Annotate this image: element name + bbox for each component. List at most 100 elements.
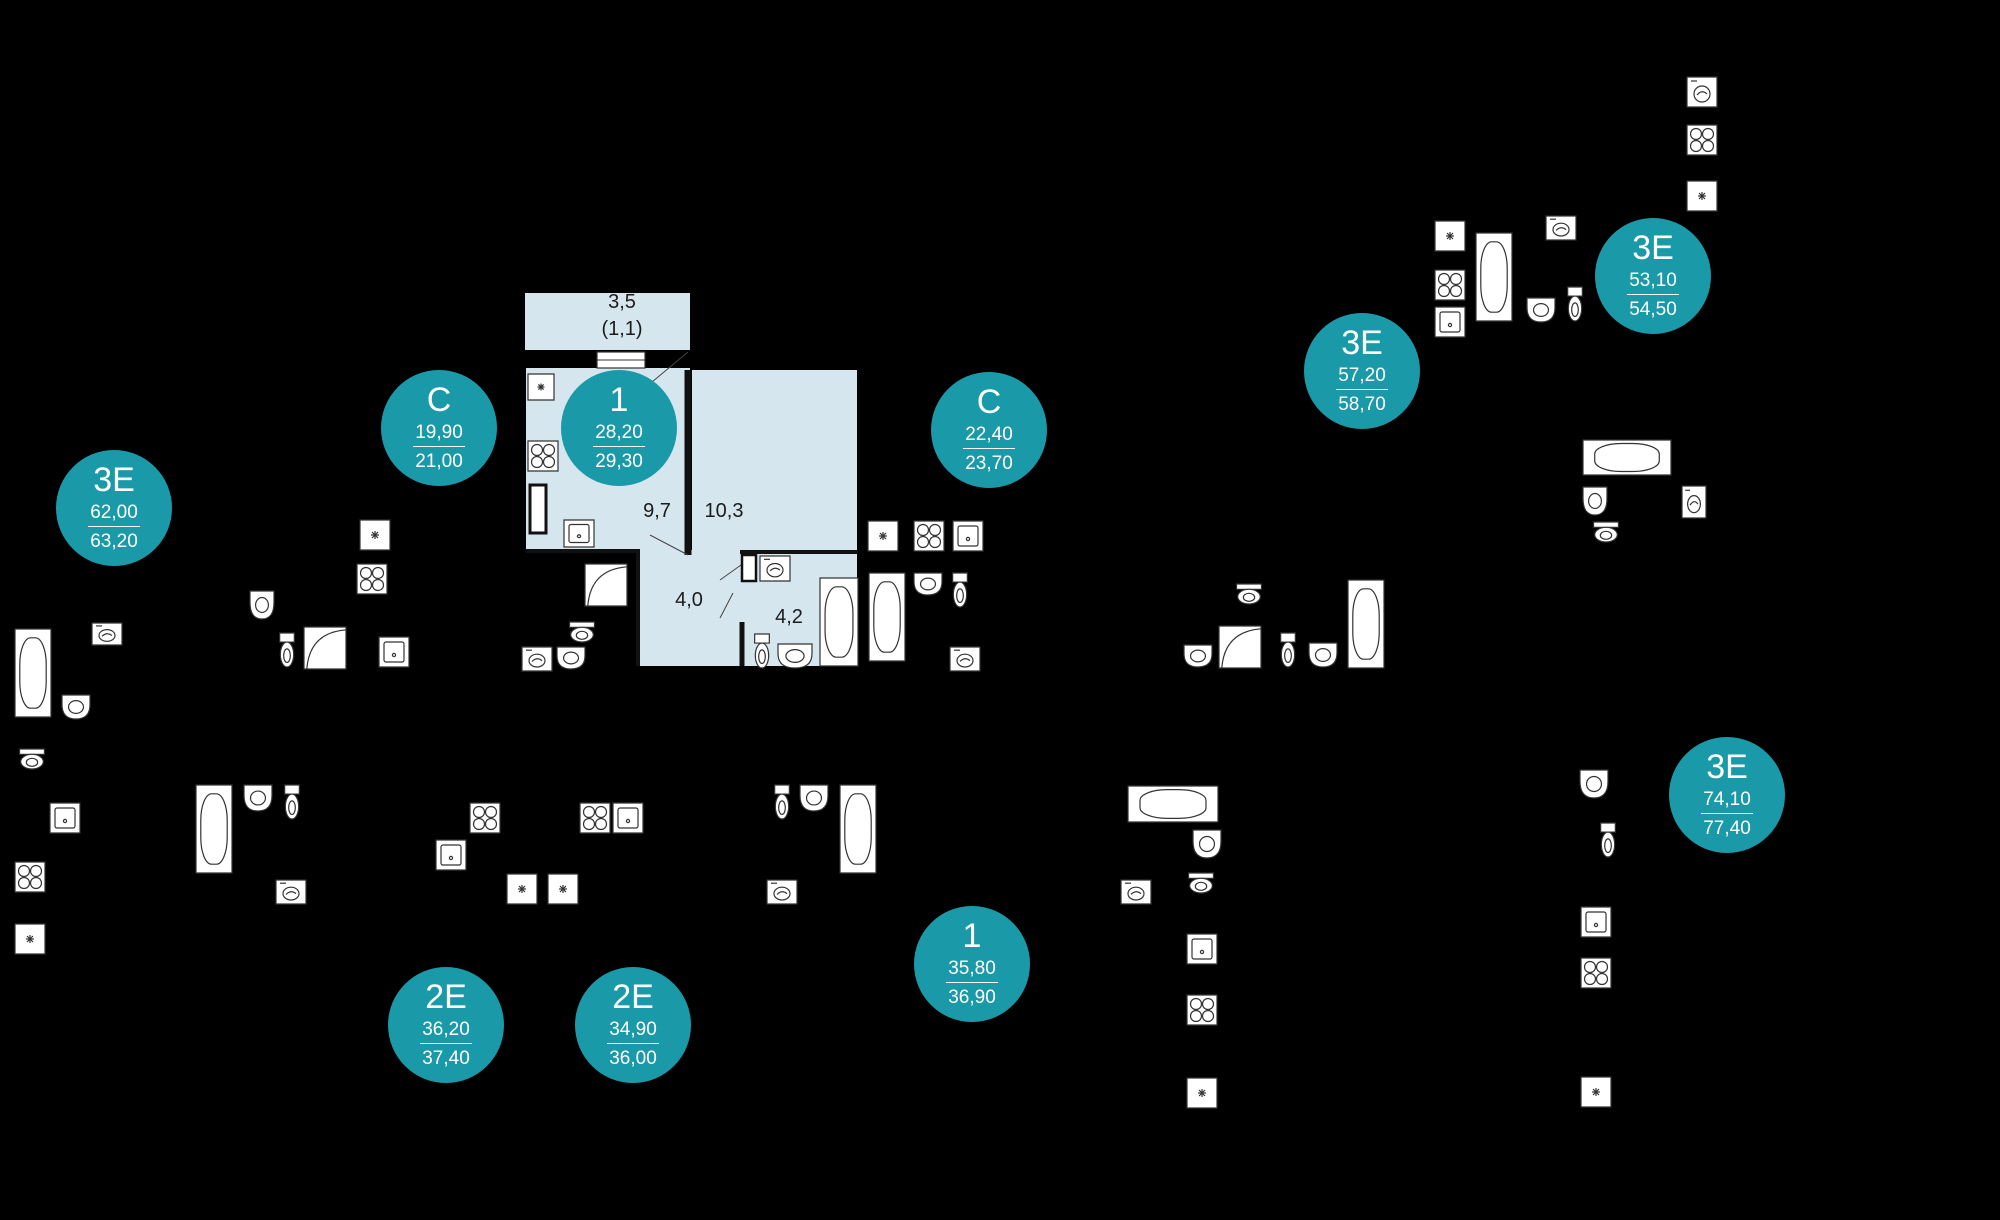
sink-icon (379, 637, 409, 667)
apartment-type: 3Е (1341, 324, 1383, 362)
toilet-icon (20, 749, 45, 769)
apartment-area-living: 57,20 (1336, 364, 1388, 390)
apartment-badge-3e-53[interactable]: 3Е 53,10 54,50 (1595, 218, 1711, 334)
washbasin-icon (914, 573, 942, 595)
washbasin-icon (62, 695, 90, 719)
toilet-icon (1601, 823, 1616, 857)
sink-icon (953, 521, 983, 551)
apartment-badge-3e-62[interactable]: 3Е 62,00 63,20 (56, 450, 172, 566)
ventilation-icon (360, 520, 390, 550)
sink-icon (564, 520, 594, 547)
balcony-reduced-area-label: (1,1) (601, 318, 643, 340)
bathtub-icon (1476, 233, 1512, 321)
bathtub-icon (1583, 440, 1671, 475)
ventilation-icon (548, 874, 578, 904)
washing-machine-icon (1687, 77, 1717, 107)
apartment-type: С (976, 383, 1002, 421)
washbasin-icon (1527, 298, 1555, 322)
bathtub-icon (869, 573, 905, 661)
apartment-area-living: 19,90 (413, 421, 465, 447)
apartment-area-living: 34,90 (607, 1018, 659, 1044)
washbasin-icon (557, 647, 585, 669)
apartment-badge-c-19[interactable]: С 19,90 21,00 (381, 370, 497, 486)
apartment-badge-1-35[interactable]: 1 35,80 36,90 (914, 906, 1030, 1022)
apartment-type: 3Е (93, 461, 135, 499)
hallway-area-label: 4,0 (675, 589, 703, 611)
bathtub-icon (196, 785, 232, 873)
washing-machine-icon (1546, 216, 1576, 240)
ventilation-icon (1187, 1078, 1217, 1108)
sink-icon (613, 803, 643, 833)
ventilation-icon (1435, 221, 1465, 251)
washing-machine-icon (1121, 880, 1151, 904)
apartment-area-total: 36,00 (609, 1048, 657, 1069)
balcony-area-label: 3,5 (608, 291, 636, 313)
apartment-type: 3Е (1706, 748, 1748, 786)
ventilation-icon (15, 924, 45, 954)
apartment-type: 1 (609, 381, 629, 419)
shower-cabin-icon (585, 564, 627, 606)
toilet-icon (1594, 522, 1619, 542)
bathroom-area-label: 4,2 (775, 606, 803, 628)
shower-cabin-icon (1219, 626, 1261, 668)
kitchen-counter (528, 483, 548, 535)
washbasin-icon (778, 644, 812, 668)
living-room-area-label: 10,3 (704, 500, 744, 522)
utility-cabinet (740, 553, 758, 583)
bathtub-icon (840, 785, 876, 873)
apartment-badge-3e-57[interactable]: 3Е 57,20 58,70 (1304, 313, 1420, 429)
stove-icon (1581, 958, 1611, 988)
toilet-icon (1237, 584, 1262, 604)
toilet-icon (1281, 633, 1296, 667)
toilet-icon (755, 634, 770, 668)
toilet-icon (775, 785, 790, 819)
bathtub-icon (1348, 580, 1384, 668)
ventilation-icon (868, 521, 898, 551)
apartment-area-total: 23,70 (965, 453, 1013, 474)
washing-machine-icon (1682, 486, 1706, 518)
washbasin-icon (1580, 770, 1608, 798)
apartment-area-total: 29,30 (595, 451, 643, 472)
apartment-area-total: 37,40 (422, 1048, 470, 1069)
stove-icon (470, 803, 500, 833)
apartment-badge-3e-74[interactable]: 3Е 74,10 77,40 (1669, 737, 1785, 853)
stove-icon (914, 521, 944, 551)
bathtub-icon (820, 578, 858, 666)
apartment-badge-1-28-selected[interactable]: 1 28,20 29,30 (561, 370, 677, 486)
stove-icon (1187, 995, 1217, 1025)
apartment-type: 2Е (425, 978, 467, 1016)
apartment-type: С (426, 381, 452, 419)
ventilation-icon (1687, 181, 1717, 211)
apartment-badge-2e-34[interactable]: 2Е 34,90 36,00 (575, 967, 691, 1083)
washbasin-icon (800, 785, 828, 811)
stove-icon (1687, 125, 1717, 155)
toilet-icon (1568, 287, 1583, 321)
sink-icon (436, 840, 466, 870)
stove-icon (1435, 270, 1465, 300)
apartment-area-total: 21,00 (415, 451, 463, 472)
sink-icon (1581, 907, 1611, 937)
apartment-badge-c-22[interactable]: С 22,40 23,70 (931, 372, 1047, 488)
washing-machine-icon (760, 556, 790, 581)
washing-machine-icon (92, 623, 122, 645)
hallway-area (640, 550, 740, 666)
apartment-badge-2e-36[interactable]: 2Е 36,20 37,40 (388, 967, 504, 1083)
apartment-area-total: 36,90 (948, 987, 996, 1008)
toilet-icon (570, 622, 595, 642)
washing-machine-icon (276, 880, 306, 904)
sink-icon (50, 803, 80, 833)
toilet-icon (280, 633, 295, 667)
apartment-area-living: 62,00 (88, 501, 140, 527)
apartment-type: 3Е (1632, 229, 1674, 267)
washbasin-icon (250, 591, 274, 619)
apartment-area-living: 28,20 (593, 421, 645, 447)
apartment-area-total: 58,70 (1338, 394, 1386, 415)
ventilation-icon (507, 874, 537, 904)
shower-cabin-icon (304, 627, 346, 669)
washbasin-icon (1184, 645, 1212, 667)
bathtub-icon (1128, 786, 1218, 822)
stove-icon (357, 564, 387, 594)
apartment-type: 2Е (612, 978, 654, 1016)
toilet-icon (953, 573, 968, 607)
